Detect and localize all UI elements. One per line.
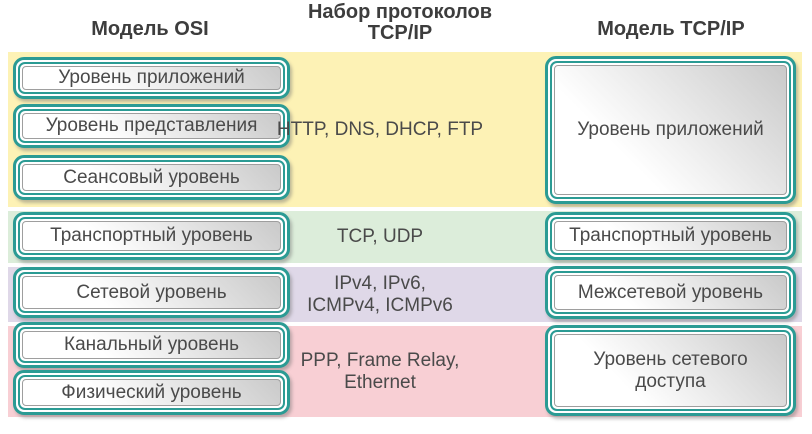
tcpip-layer-network-access-fill: Уровень сетевого доступа bbox=[554, 334, 787, 407]
transport-protocols-label: TCP, UDP bbox=[336, 226, 424, 248]
tcpip-layer-application-fill: Уровень приложений bbox=[554, 65, 787, 195]
osi-layer-physical-fill: Физический уровень bbox=[22, 379, 281, 406]
tcpip-layer-network-access-box: Уровень сетевого доступа bbox=[545, 325, 796, 416]
osi-layer-datalink-fill: Канальный уровень bbox=[22, 331, 281, 359]
tcpip-layer-internet-fill: Межсетевой уровень bbox=[554, 275, 787, 310]
osi-layer-network-label: Сетевой уровень bbox=[76, 281, 227, 303]
tcpip-layer-application-box: Уровень приложений bbox=[545, 56, 796, 204]
internet-protocols-line2: ICMPv4, ICMPv6 bbox=[307, 294, 453, 316]
application-protocols-text: HTTP, DNS, DHCP, FTP bbox=[277, 52, 483, 207]
tcpip-layer-transport-label: Транспортный уровень bbox=[569, 225, 772, 247]
internet-protocols-text: IPv4, IPv6, ICMPv4, ICMPv6 bbox=[285, 267, 475, 322]
internet-protocols-line1: IPv4, IPv6, bbox=[334, 273, 426, 295]
tcpip-layer-application-inner: Уровень приложений bbox=[550, 61, 791, 199]
osi-layer-physical-box: Физический уровень bbox=[13, 370, 290, 415]
application-protocols-label: HTTP, DNS, DHCP, FTP bbox=[276, 118, 484, 140]
protocol-suite-header-line2: TCP/IP bbox=[367, 22, 433, 44]
protocol-suite-header: Набор протоколов TCP/IP bbox=[285, 2, 515, 44]
osi-layer-presentation-fill: Уровень представления bbox=[22, 113, 281, 139]
osi-layer-application-fill: Уровень приложений bbox=[22, 66, 281, 90]
network-access-protocols-text: PPP, Frame Relay, Ethernet bbox=[285, 326, 475, 417]
osi-layer-presentation-box: Уровень представления bbox=[13, 104, 290, 148]
tcpip-layer-transport-fill: Транспортный уровень bbox=[554, 221, 787, 251]
network-access-protocols-line1: PPP, Frame Relay, bbox=[300, 350, 460, 372]
osi-layer-network-inner: Сетевой уровень bbox=[18, 272, 285, 313]
osi-layer-session-box: Сеансовый уровень bbox=[13, 155, 290, 200]
osi-layer-datalink-label: Канальный уровень bbox=[64, 334, 239, 356]
osi-layer-presentation-inner: Уровень представления bbox=[18, 109, 285, 143]
osi-layer-network-fill: Сетевой уровень bbox=[22, 276, 281, 309]
osi-layer-datalink-box: Канальный уровень bbox=[13, 322, 290, 368]
tcpip-layer-transport-inner: Транспортный уровень bbox=[550, 217, 791, 255]
osi-layer-network-box: Сетевой уровень bbox=[13, 267, 290, 318]
osi-layer-transport-inner: Транспортный уровень bbox=[18, 217, 285, 255]
transport-protocols-text: TCP, UDP bbox=[285, 211, 475, 263]
osi-layer-physical-inner: Физический уровень bbox=[18, 375, 285, 410]
tcpip-layer-internet-box: Межсетевой уровень bbox=[545, 266, 796, 319]
osi-layer-transport-label: Транспортный уровень bbox=[50, 225, 253, 247]
protocol-suite-header-line1: Набор протоколов bbox=[307, 1, 493, 23]
network-access-protocols-line2: Ethernet bbox=[344, 371, 416, 393]
tcpip-layer-network-access-label: Уровень сетевого доступа bbox=[593, 349, 748, 392]
osi-layer-presentation-label: Уровень представления bbox=[45, 115, 258, 137]
osi-layer-session-label: Сеансовый уровень bbox=[63, 166, 240, 188]
tcpip-layer-internet-label: Межсетевой уровень bbox=[577, 281, 764, 303]
tcpip-layer-transport-box: Транспортный уровень bbox=[545, 212, 796, 260]
tcpip-layer-internet-inner: Межсетевой уровень bbox=[550, 271, 791, 314]
osi-model-header: Модель OSI bbox=[91, 18, 209, 40]
osi-layer-physical-label: Физический уровень bbox=[61, 381, 242, 403]
osi-layer-session-inner: Сеансовый уровень bbox=[18, 160, 285, 195]
osi-layer-datalink-inner: Канальный уровень bbox=[18, 327, 285, 363]
tcpip-model-header: Модель TCP/IP bbox=[597, 18, 745, 40]
osi-layer-application-box: Уровень приложений bbox=[13, 57, 290, 99]
osi-layer-transport-fill: Транспортный уровень bbox=[22, 221, 281, 251]
osi-layer-transport-box: Транспортный уровень bbox=[13, 212, 290, 260]
tcpip-layer-network-access-inner: Уровень сетевого доступа bbox=[550, 330, 791, 411]
osi-layer-application-inner: Уровень приложений bbox=[18, 62, 285, 94]
tcpip-layer-application-label: Уровень приложений bbox=[577, 119, 764, 141]
osi-layer-session-fill: Сеансовый уровень bbox=[22, 164, 281, 191]
osi-layer-application-label: Уровень приложений bbox=[58, 67, 245, 89]
